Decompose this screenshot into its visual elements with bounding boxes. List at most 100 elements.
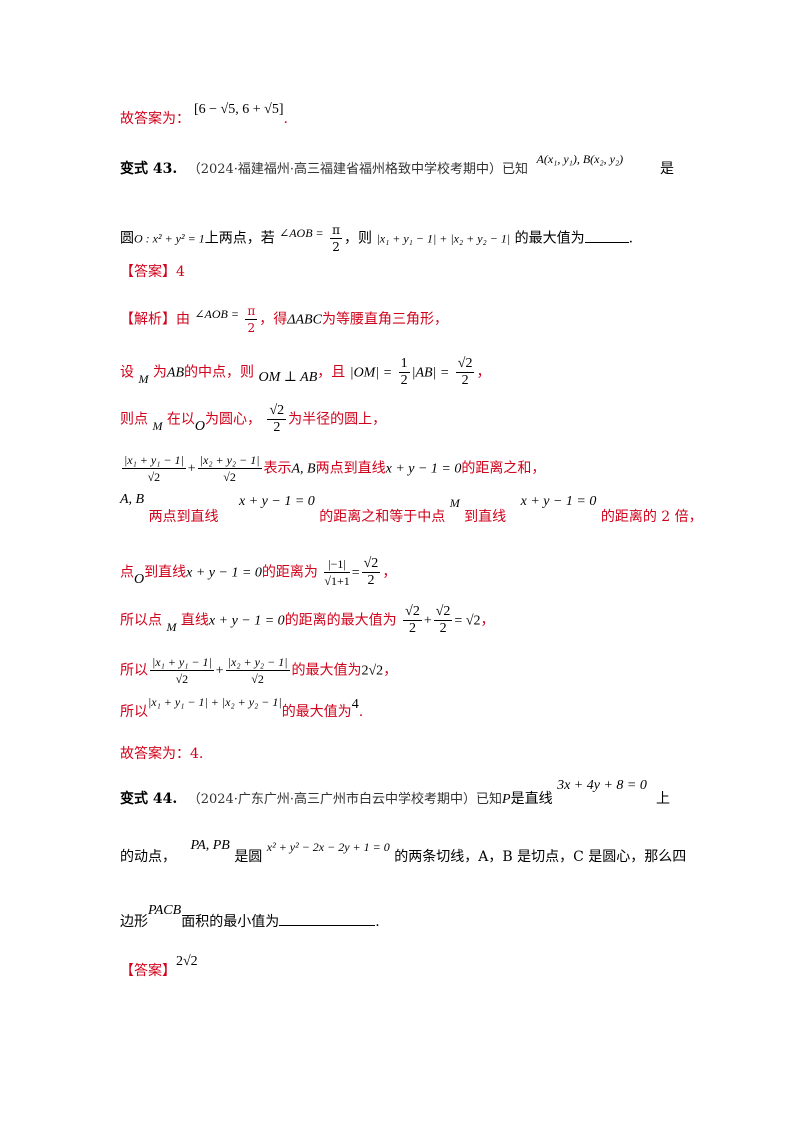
point-o: O [134, 571, 145, 587]
question-43-end: . [628, 230, 634, 247]
triangle-abc: ΔABC [287, 312, 322, 328]
solution-text: 由 [176, 311, 190, 328]
solution-text: 两点到直线 [315, 460, 386, 477]
solution-label: 【解析】 [120, 311, 176, 328]
previous-answer-line: 故答案为：[6 − √5, 6 + √5]. [120, 102, 288, 129]
answer-value: 4 [176, 264, 185, 280]
question-text: 是直线 [510, 791, 553, 807]
solution-text: 设 [120, 364, 134, 381]
question-43-ask: 的最大值为 [514, 230, 585, 247]
frac-num: |x₁ + y₁ − 1| [122, 453, 186, 469]
frac-den: 2 [461, 373, 469, 388]
quadrilateral-pacb: PACB [148, 903, 182, 918]
frac-num: √2 [361, 556, 381, 573]
frac-den: √2 [175, 672, 189, 686]
plus-sign: + [215, 663, 224, 679]
frac-den: √2 [147, 470, 161, 484]
solution-text: 到直线 [464, 509, 507, 525]
solution-text: ，得 [259, 311, 288, 328]
frac-den: 2 [367, 573, 375, 588]
solution-text: 直线 [180, 612, 209, 629]
question-44-line-2: 的动点， PA, PB 是圆 x² + y² − 2x − 2y + 1 = 0… [120, 838, 687, 867]
frac-den: 2 [400, 373, 408, 388]
question-text: 边形 [120, 914, 148, 930]
solution-text: ，且 [317, 364, 346, 381]
question-43-then: ，则 [344, 230, 372, 247]
frac-den: 2 [247, 321, 256, 335]
tangent-lines: PA, PB [190, 838, 230, 853]
solution-text: 的距离之和等于中点 [319, 509, 446, 525]
final-answer-line: 故答案为：4. [120, 745, 203, 763]
segment-ab: AB [166, 365, 185, 381]
solution-text: ， [476, 364, 491, 381]
points-ab: A, B [120, 492, 145, 507]
points-ab: A, B [291, 461, 316, 477]
solution-text: 所以点 [120, 612, 162, 629]
answer-44-line: 【答案】2√2 [120, 954, 198, 981]
om-length: |OM| = [349, 365, 393, 381]
frac-num: √2 [267, 403, 287, 420]
line-equation: x + y − 1 = 0 [520, 494, 597, 509]
frac-num: 1 [398, 356, 410, 373]
line-equation: x + y − 1 = 0 [385, 461, 462, 477]
solution-text: 的距离为 [261, 564, 318, 581]
question-44-line-3: 边形PACB面积的最小值为. [120, 903, 380, 932]
solution-text: 为圆心， [205, 411, 262, 428]
question-text: 面积的最小值为 [181, 914, 280, 930]
question-text: 的动点， [120, 849, 176, 865]
frac-den: 2 [273, 420, 281, 435]
solution-line-5: A, B 两点到直线 x + y − 1 = 0 的距离之和等于中点 M 到直线… [120, 492, 703, 525]
solution-text: 为等腰直角三角形， [321, 311, 448, 328]
point-m: M [449, 496, 460, 510]
point-o: O [194, 418, 206, 434]
answer-blank [584, 241, 629, 243]
frac-den: 2 [408, 621, 416, 636]
frac-num: √2 [433, 604, 453, 621]
question-text: 是圆 [234, 849, 263, 865]
question-text: 的两条切线，A，B 是切点，C 是圆心，那么四 [394, 849, 687, 865]
question-43-source: （2024·福建福州·高三福建省福州格致中学校考期中）已知 [187, 162, 529, 177]
frac-den: √1+1 [324, 574, 350, 588]
distance-fraction-a: |x₁ + y₁ − 1|√2 [122, 452, 186, 485]
solution-text: 表示 [263, 460, 292, 477]
frac-num: π [245, 304, 258, 320]
question-43-points: A(x₁, y₁), B(x₂, y₂) [536, 152, 624, 166]
ab-length: |AB| = [411, 365, 450, 381]
frac-num: |x₂ + y₂ − 1| [225, 655, 290, 671]
frac-num: |x₂ + y₂ − 1| [197, 453, 262, 469]
question-text: 上 [656, 791, 670, 807]
answer-value: 2√2 [176, 954, 198, 969]
point-m: M [138, 371, 149, 386]
frac-num: |−1| [324, 556, 350, 573]
distance-fraction-b: |x₂ + y₂ − 1|√2 [225, 654, 290, 687]
solution-text: 在以 [166, 411, 195, 428]
solution-text: 所以 [120, 662, 148, 679]
solution-text: ， [480, 612, 495, 629]
solution-text: 所以 [120, 704, 148, 720]
solution-text: 的最大值为 [291, 662, 362, 679]
answer-blank [279, 925, 376, 926]
distance-fraction-a: |x₁ + y₁ − 1|√2 [150, 654, 214, 687]
distance-o-fraction: |−1|√1+1 [324, 556, 350, 589]
solution-text: 为半径的圆上， [288, 411, 387, 428]
line-equation: 3x + 4y + 8 = 0 [557, 778, 647, 793]
frac-num: √2 [455, 356, 475, 373]
answer-period: . [283, 111, 288, 127]
line-equation: x + y − 1 = 0 [208, 613, 285, 629]
solution-text: 则点 [120, 411, 148, 428]
solution-text: ， [383, 662, 398, 679]
